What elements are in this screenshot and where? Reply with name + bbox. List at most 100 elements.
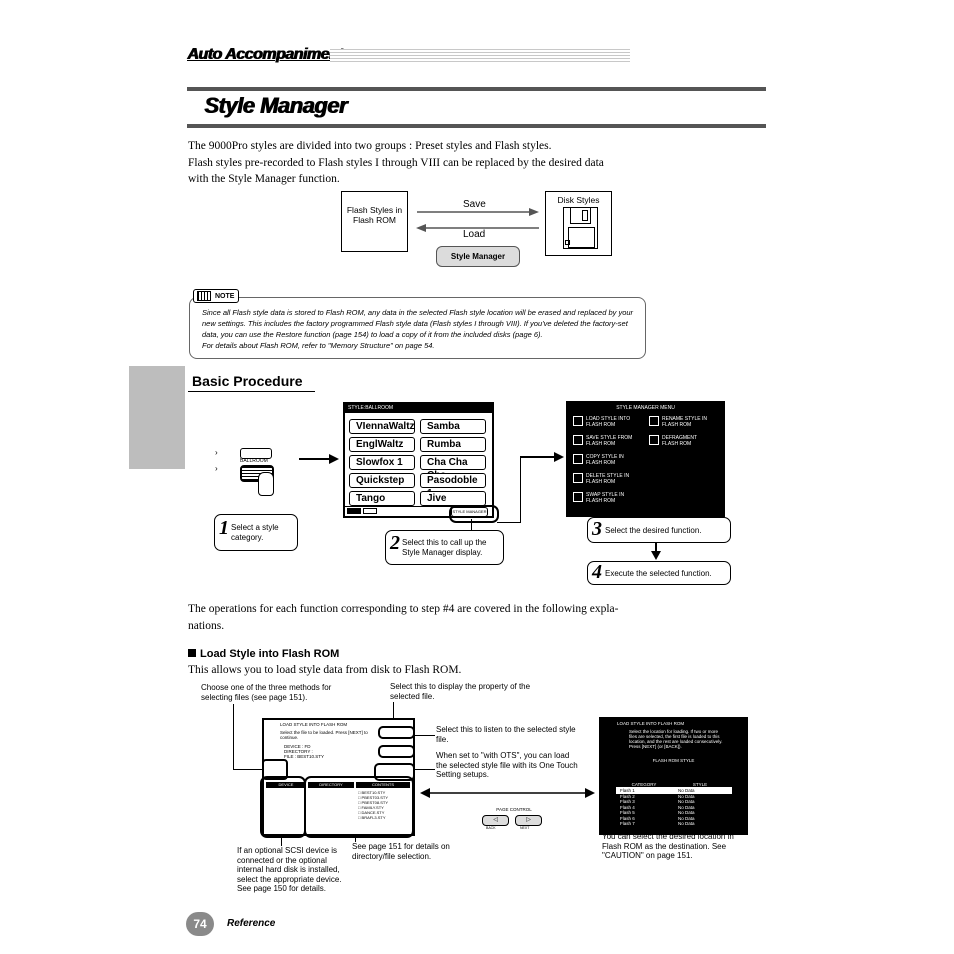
file-item[interactable]: □ DANCE.STY: [358, 810, 385, 815]
flash-category: Flash 7: [620, 821, 635, 826]
style-item[interactable]: EnglWaltz: [349, 437, 415, 452]
directory-column-oval: [304, 776, 414, 838]
file-item[interactable]: □ PBEST08.STY: [358, 800, 388, 805]
page-title: Style Manager: [204, 93, 347, 118]
page-tab-p1[interactable]: [347, 508, 361, 514]
menu-item[interactable]: SWAP STYLE IN FLASH ROM: [572, 489, 642, 509]
note-label: NOTE: [215, 292, 235, 300]
menu-item-label: DELETE STYLE IN FLASH ROM: [586, 473, 630, 485]
location-caption: You can select the desired location in F…: [602, 832, 734, 860]
arrow-right-icon: [299, 454, 339, 464]
col-contents: CONTENTS: [356, 782, 410, 788]
footer-label: Reference: [227, 918, 276, 929]
leader-line: [355, 834, 356, 842]
ots-caption: When set to "with OTS", you can load the…: [436, 751, 578, 779]
save-label: Save: [463, 199, 486, 210]
file-item[interactable]: □ BEST10.STY: [358, 790, 386, 795]
flash-category: Flash 6: [620, 815, 635, 821]
style-item[interactable]: Rumba: [420, 437, 486, 452]
chevron-right-icon: ›: [215, 464, 218, 473]
style-manager-button[interactable]: Style Manager: [436, 246, 520, 267]
step3-text: Select the desired function.: [605, 526, 702, 535]
menu-item[interactable]: DEFRAGMENT FLASH ROM: [648, 432, 718, 452]
load-style-heading-text: Load Style into Flash ROM: [200, 648, 340, 660]
flash-style: No Data: [678, 788, 695, 793]
menu-item-label: COPY STYLE IN FLASH ROM: [586, 454, 624, 466]
style-manager-menu-screen: STYLE MANAGER MENU LOAD STYLE INTO FLASH…: [566, 401, 725, 517]
flash-table-title: FLASH ROM STYLE: [652, 758, 695, 763]
flash-category: Flash 2: [620, 793, 635, 799]
intro-line: with the Style Manager function.: [188, 173, 340, 185]
page-tab-p2[interactable]: [363, 508, 377, 514]
leader-line: [393, 702, 394, 732]
style-item[interactable]: Pasodoble 1: [420, 473, 486, 499]
ots-button-oval: [374, 763, 415, 781]
section-title: Auto Accompaniment: [187, 46, 343, 63]
style-item[interactable]: Tango: [349, 491, 415, 506]
methods-caption: Choose one of the three methods for sele…: [201, 683, 332, 702]
square-bullet-icon: [188, 649, 196, 657]
scsi-caption: If an optional SCSI device is connected …: [237, 846, 342, 893]
disk-styles-box: Disk Styles: [545, 191, 612, 256]
note-badge: NOTE: [193, 289, 239, 303]
file-item[interactable]: □ BRAFL3.STY: [358, 815, 386, 820]
menu-item-icon: [649, 435, 659, 445]
leader-line: [413, 735, 435, 736]
menu-item[interactable]: DELETE STYLE IN FLASH ROM: [572, 470, 642, 490]
connector-line: [520, 456, 521, 523]
flash-styles-label: Flash Styles in Flash ROM: [346, 205, 403, 225]
leader-line: [233, 769, 263, 770]
save-load-arrows: [416, 208, 539, 232]
style-item[interactable]: Slowfox 1: [349, 455, 415, 470]
menu-item[interactable]: SAVE STYLE FROM FLASH ROM: [572, 432, 642, 452]
screen1-info: DEVICE : FD DIRECTORY : FILE : BEST10.ST…: [264, 744, 413, 759]
menu-item[interactable]: RENAME STYLE IN FLASH ROM: [648, 413, 718, 433]
style-item[interactable]: Samba: [420, 419, 486, 434]
flash-row[interactable]: Flash 2 No Data: [616, 794, 732, 800]
page-number: 74: [186, 912, 214, 936]
screen2-message: Select the location for loading. If two …: [629, 729, 723, 749]
panel-button-upper[interactable]: [240, 448, 272, 459]
disk-styles-label: Disk Styles: [557, 195, 600, 205]
keyboard-icon: [197, 291, 211, 301]
menu-item[interactable]: COPY STYLE IN FLASH ROM: [572, 451, 642, 471]
menu-item-icon: [573, 416, 583, 426]
leader-line: [413, 769, 435, 770]
style-item[interactable]: Quickstep: [349, 473, 415, 488]
col-category: CATEGORY: [631, 782, 657, 787]
note-box: [189, 297, 646, 359]
style-item[interactable]: Jive: [420, 491, 486, 506]
step-number: 1: [219, 517, 229, 539]
menu-item-icon: [573, 435, 583, 445]
screen1-dir: DIRECTORY :: [284, 749, 313, 754]
style-item[interactable]: VIennaWaltz: [349, 419, 415, 434]
next-button[interactable]: ▷: [515, 815, 542, 826]
menu-item-label: DEFRAGMENT FLASH ROM: [662, 435, 697, 447]
style-manager-screen-button[interactable]: STYLE MANAGER: [451, 507, 488, 517]
floppy-disk-icon: [563, 207, 598, 249]
intro-line: The 9000Pro styles are divided into two …: [188, 140, 552, 152]
menu-right-column: RENAME STYLE IN FLASH ROM DEFRAGMENT FLAS…: [648, 413, 720, 463]
listen-caption: Select this to listen to the selected st…: [436, 725, 576, 744]
flash-category: Flash 3: [620, 799, 635, 804]
col-style: STYLE: [692, 782, 708, 787]
load-label: Load: [463, 229, 486, 240]
style-item[interactable]: Cha Cha Cha: [420, 455, 486, 481]
step1-text: Select a style category.: [231, 523, 279, 542]
file-item[interactable]: □ PBEST03.STY: [358, 795, 388, 800]
leader-line: [233, 704, 234, 770]
method-select-oval: [262, 759, 288, 780]
back-button[interactable]: ◁: [482, 815, 509, 826]
flash-style: No Data: [678, 793, 695, 799]
file-item[interactable]: □ FAMILY.STY: [358, 805, 384, 810]
menu-item-icon: [573, 492, 583, 502]
pointing-hand-icon: [258, 472, 274, 496]
menu-item[interactable]: LOAD STYLE INTO FLASH ROM: [572, 413, 642, 433]
